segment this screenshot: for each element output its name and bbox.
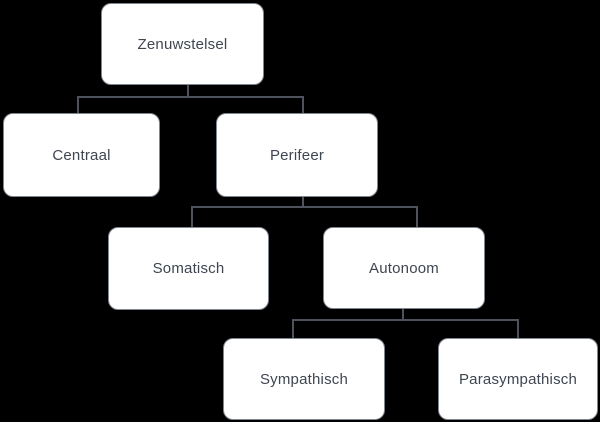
node-label-centraal: Centraal (52, 146, 111, 164)
node-label-parasympathisch: Parasympathisch (458, 370, 578, 388)
node-parasympathisch: Parasympathisch (438, 338, 598, 420)
node-sympathisch: Sympathisch (223, 338, 385, 420)
node-label-zenuwstelsel: Zenuwstelsel (137, 35, 228, 53)
node-label-autonoom: Autonoom (369, 259, 439, 277)
node-autonoom: Autonoom (323, 227, 485, 309)
node-label-sympathisch: Sympathisch (259, 370, 349, 388)
node-zenuwstelsel: Zenuwstelsel (101, 3, 264, 85)
edge-autonoom-children (292, 309, 519, 338)
node-label-perifeer: Perifeer (269, 146, 325, 164)
edge-zenuwstelsel-children (77, 85, 304, 113)
node-perifeer: Perifeer (216, 113, 378, 197)
node-somatisch: Somatisch (108, 227, 269, 310)
edge-perifeer-children (191, 197, 418, 227)
node-centraal: Centraal (3, 113, 160, 197)
node-label-somatisch: Somatisch (152, 260, 225, 277)
